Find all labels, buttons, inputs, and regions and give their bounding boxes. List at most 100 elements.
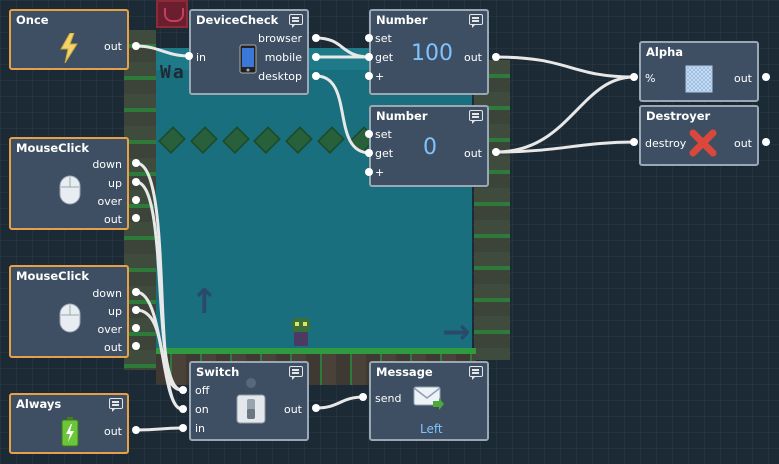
number1-get-pin[interactable] [365,53,373,61]
comment-icon[interactable] [469,14,483,28]
number-value[interactable]: 0 [423,135,437,160]
devicecheck-node[interactable]: DeviceCheck in browser mobile desktop [189,9,309,95]
node-title: Destroyer [646,109,711,123]
mouse1-up-pin[interactable] [132,178,140,186]
comment-icon[interactable] [469,110,483,124]
out-port-label: out [283,403,302,416]
envelope-icon [413,386,444,410]
always-out-pin[interactable] [132,426,140,434]
destroyer-node[interactable]: Destroyer destroy out [639,105,759,166]
up-port-label: up [108,177,122,190]
number1-set-pin[interactable] [365,34,373,42]
switch-on-pin[interactable] [179,405,187,413]
out-port-label: out [733,72,752,85]
node-title: DeviceCheck [196,13,279,27]
number2-plus-pin[interactable] [365,168,373,176]
lightning-icon [60,33,78,63]
down-port-label: down [92,287,122,300]
mouse2-down-pin[interactable] [132,288,140,296]
wire-number1-out-to-alpha [494,55,636,79]
up-arrow-icon: ↑ [190,282,219,322]
node-title: MouseClick [16,269,89,283]
once-node[interactable]: Once out [9,9,129,70]
comment-icon[interactable] [289,366,303,380]
mouse2-up-pin[interactable] [132,306,140,314]
devicecheck-mobile-pin[interactable] [312,53,320,61]
mouse2-out-pin[interactable] [132,342,140,350]
node-title: Number [376,13,428,27]
mouse-icon [59,303,81,333]
out-port-label: out [103,341,122,354]
number1-plus-pin[interactable] [365,72,373,80]
number1-out-pin[interactable] [492,53,500,61]
node-title: Switch [196,365,240,379]
out-port-label: out [463,51,482,64]
grass-strip [156,348,476,354]
percent-port-label: % [645,72,656,85]
wire-number2-out-to-destroyer [494,140,636,154]
number-value[interactable]: 100 [411,41,453,66]
alpha-out-pin[interactable] [762,73,770,81]
destroy-port-label: destroy [645,137,687,150]
out-port-label: out [733,137,752,150]
mouseclick-node-2[interactable]: MouseClick down up over out [9,265,129,358]
mouseclick-node-1[interactable]: MouseClick down up over out [9,137,129,230]
comment-icon[interactable] [469,366,483,380]
alpha-in-pin[interactable] [630,73,638,81]
always-node[interactable]: Always out [9,393,129,454]
node-title: MouseClick [16,141,89,155]
once-out-pin[interactable] [132,42,140,50]
off-port-label: off [195,384,210,397]
number-node-2[interactable]: Number set get + 0 out [369,105,489,187]
comment-icon[interactable] [289,14,303,28]
on-port-label: on [195,403,209,416]
wire-switch-out-to-message [314,395,366,410]
number2-get-pin[interactable] [365,149,373,157]
red-block-sprite [156,0,188,28]
mouse1-down-pin[interactable] [132,159,140,167]
switch-in-pin[interactable] [179,424,187,432]
mouse1-out-pin[interactable] [132,214,140,222]
alpha-node[interactable]: Alpha % out [639,41,759,102]
out-port-label: out [103,40,122,53]
set-port-label: set [375,32,392,45]
number-node-1[interactable]: Number set get + 100 out [369,9,489,95]
destroyer-out-pin[interactable] [762,138,770,146]
message-node[interactable]: Message send Left [369,361,489,441]
out-port-label: out [463,147,482,160]
number2-out-pin[interactable] [492,148,500,156]
destroyer-in-pin[interactable] [630,138,638,146]
up-port-label: up [108,305,122,318]
set-port-label: set [375,128,392,141]
wire-number2-out-to-alpha [494,75,636,154]
mouse2-over-pin[interactable] [132,324,140,332]
message-send-pin[interactable] [359,393,367,401]
red-x-icon [689,129,717,157]
switch-off-pin[interactable] [179,386,187,394]
number2-set-pin[interactable] [365,130,373,138]
right-arrow-icon: → [442,312,471,352]
switch-out-pin[interactable] [312,404,320,412]
devicecheck-desktop-pin[interactable] [312,72,320,80]
devicecheck-browser-pin[interactable] [312,34,320,42]
devicecheck-in-pin[interactable] [185,52,193,60]
comment-icon[interactable] [109,398,123,412]
desktop-port-label: desktop [258,70,302,83]
node-title: Number [376,109,428,123]
battery-icon [61,417,79,447]
mobile-port-label: mobile [264,51,302,64]
player-sprite [290,318,312,348]
over-port-label: over [97,195,122,208]
phone-icon [239,44,257,74]
out-port-label: out [103,425,122,438]
mouse1-over-pin[interactable] [132,196,140,204]
over-port-label: over [97,323,122,336]
switch-node[interactable]: Switch off on in out [189,361,309,441]
node-title: Message [376,365,433,379]
wire-always-to-switch-in [134,426,184,432]
get-port-label: get [375,147,394,160]
get-port-label: get [375,51,394,64]
plus-port-label: + [375,70,385,83]
message-value[interactable]: Left [420,422,443,436]
